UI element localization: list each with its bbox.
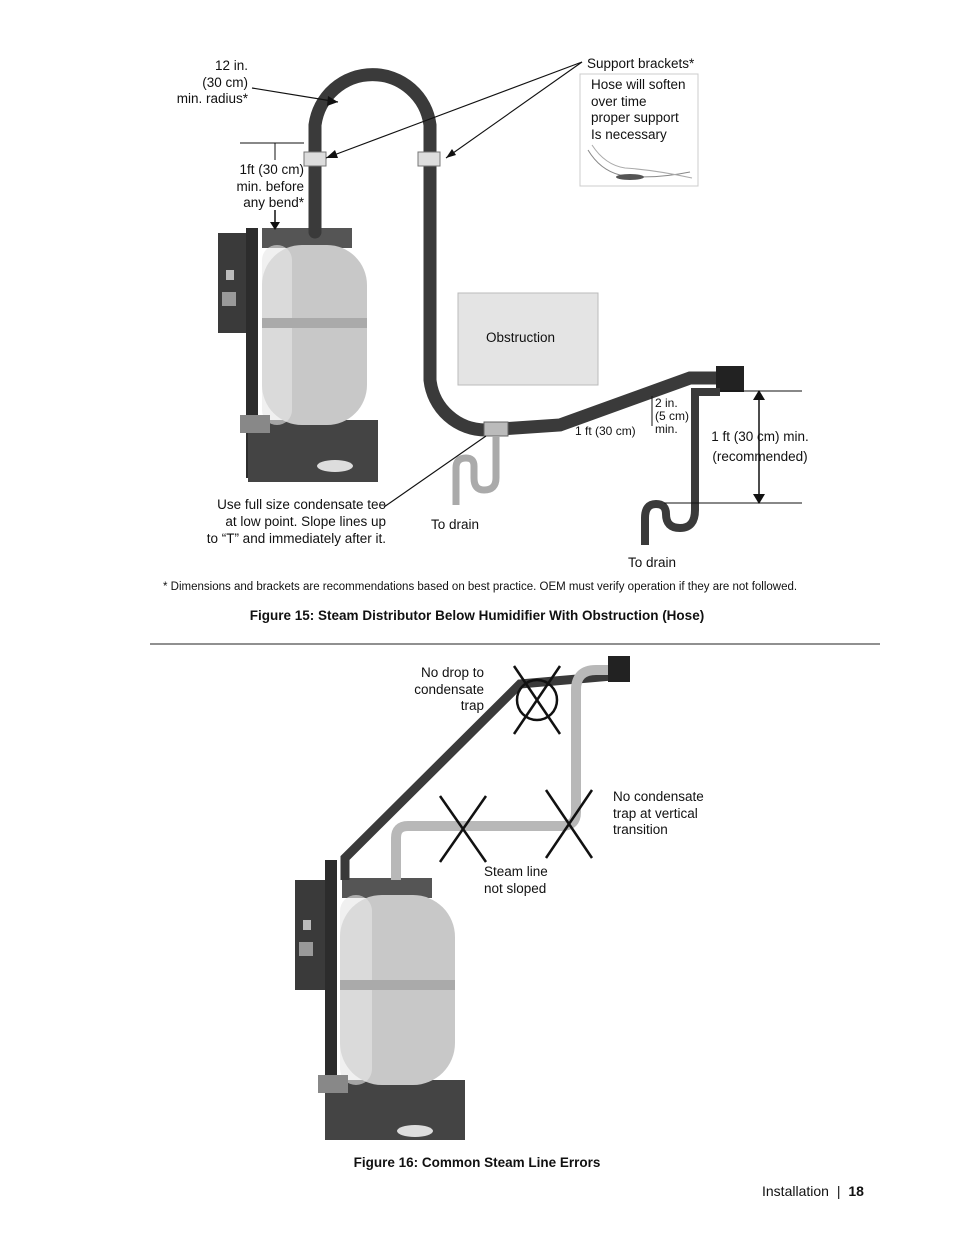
page-number: 18	[848, 1183, 864, 1199]
humidifier-unit-fig15	[218, 228, 378, 482]
two-inch-label: 2 in. (5 cm) min.	[655, 396, 689, 436]
support-bracket-right	[417, 151, 441, 167]
to-drain-label-1: To drain	[431, 517, 480, 532]
obstruction-box	[457, 292, 599, 386]
error-x-not-sloped	[438, 795, 488, 863]
steam-pipe-fig16	[391, 665, 615, 880]
error-x-no-trap	[544, 789, 594, 859]
error-x-no-drop	[512, 665, 562, 735]
steam-hose-fig15	[308, 68, 729, 437]
before-bend-label: 1ft (30 cm) min. before any bend*	[236, 162, 304, 210]
no-drop-label: No drop to condensate trap	[414, 665, 484, 713]
footer-separator: |	[836, 1183, 841, 1199]
support-bracket-left	[303, 151, 327, 167]
inset-note: Hose will soften over time proper suppor…	[591, 77, 686, 142]
condensate-tee	[452, 421, 509, 505]
footer-section: Installation	[762, 1183, 829, 1199]
steam-distributor-fig16	[608, 656, 630, 682]
drain-line-right	[641, 388, 720, 545]
footnote: * Dimensions and brackets are recommenda…	[163, 581, 798, 593]
support-brackets-label: Support brackets*	[587, 56, 695, 71]
no-trap-label: No condensate trap at vertical transitio…	[613, 789, 704, 837]
radius-label: 12 in. (30 cm) min. radius*	[176, 58, 248, 106]
condensate-tee-label: Use full size condensate tee at low poin…	[206, 497, 386, 546]
figure-16-caption: Figure 16: Common Steam Line Errors	[353, 1155, 601, 1170]
obstruction-label: Obstruction	[486, 330, 556, 345]
hose-support-inset	[579, 73, 699, 187]
steam-hose-fig16	[340, 671, 613, 880]
one-foot-min-label: 1 ft (30 cm) min. (recommended)	[711, 429, 809, 464]
not-sloped-label: Steam line not sloped	[484, 864, 548, 896]
to-drain-label-2: To drain	[628, 555, 677, 570]
page-footer: Installation | 18	[762, 1183, 864, 1199]
steam-distributor-fig15	[716, 366, 744, 392]
humidifier-unit-fig16	[295, 860, 465, 1140]
figure-15-caption: Figure 15: Steam Distributor Below Humid…	[249, 608, 705, 623]
one-foot-label: 1 ft (30 cm)	[575, 424, 636, 438]
